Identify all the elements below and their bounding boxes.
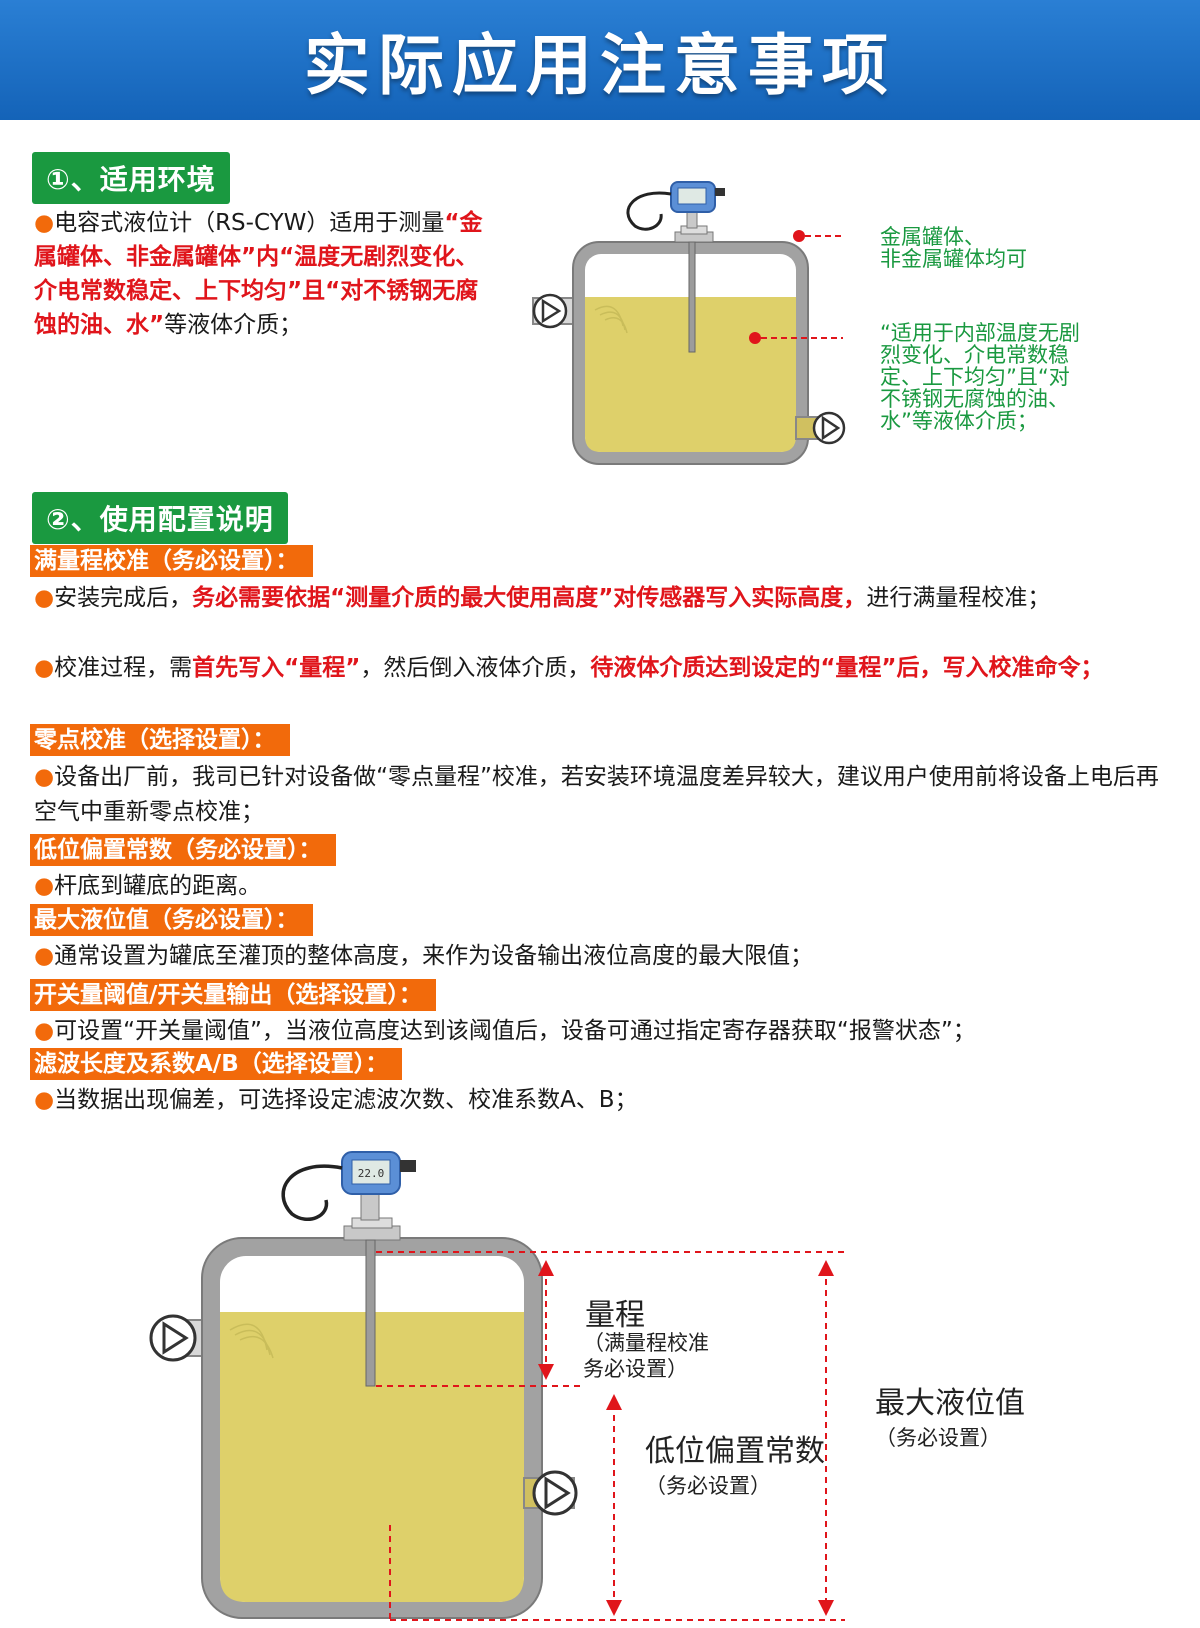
tag-zero-calibration: 零点校准（选择设置）： bbox=[30, 724, 290, 756]
section1-text-1: 电容式液位计（RS-CYW）适用于测量 bbox=[54, 210, 445, 236]
wave-marks bbox=[594, 305, 628, 334]
annotation-material-line-2: 非金属罐体均可 bbox=[880, 247, 1027, 271]
max-level-arrow bbox=[818, 1260, 834, 1616]
tank-liquid bbox=[220, 1312, 524, 1602]
annotation-medium-line-1: “适用于内部温度无剧 bbox=[880, 321, 1080, 345]
tank-liquid bbox=[585, 297, 796, 452]
text-highlight: 务必需要依据“测量介质的最大使用高度”对传感器写入实际高度， bbox=[192, 585, 867, 611]
page-title: 实际应用注意事项 bbox=[304, 27, 896, 104]
section1-text-2: 等液体介质； bbox=[164, 312, 303, 338]
bullet-icon: ● bbox=[34, 943, 55, 969]
tag-switch-threshold: 开关量阈值/开关量输出（选择设置）： bbox=[30, 979, 436, 1011]
bullet-icon: ● bbox=[34, 585, 55, 611]
max-level-label: 最大液位值 bbox=[875, 1386, 1025, 1421]
inlet-pump-icon bbox=[532, 293, 568, 329]
annotation-medium-line-5: 水”等液体介质； bbox=[880, 409, 1038, 433]
range-sublabel: （满量程校准 务必设置） bbox=[583, 1330, 709, 1382]
tag-low-offset: 低位偏置常数（务必设置）： bbox=[30, 834, 336, 866]
section1-heading: ①、适用环境 bbox=[32, 152, 230, 204]
bullet-icon: ● bbox=[34, 1018, 55, 1044]
low-offset-label: 低位偏置常数 bbox=[645, 1434, 825, 1469]
section1-paragraph: ●电容式液位计（RS-CYW）适用于测量“金属罐体、非金属罐体”内“温度无剧烈变… bbox=[34, 206, 484, 342]
annotation-material-line-1: 金属罐体、 bbox=[880, 225, 985, 249]
annotation-dot-2 bbox=[749, 332, 761, 344]
text: 可设置“开关量阈值”，当液位高度达到该阈值后，设备可通过指定寄存器获取“报警状态… bbox=[54, 1018, 976, 1044]
tank-diagram-1 bbox=[532, 181, 846, 465]
text-highlight: 首先写入“量程” bbox=[192, 655, 361, 681]
annotation-medium-line-4: 不锈钢无腐蚀的油、 bbox=[880, 387, 1069, 411]
bullet-icon: ● bbox=[34, 764, 55, 790]
text: 设备出厂前，我司已针对设备做“零点量程”校准，若安装环境温度差异较大，建议用户使… bbox=[34, 764, 1159, 825]
item-low-offset: ●杆底到罐底的距离。 bbox=[34, 869, 1174, 904]
text: ，然后倒入液体介质， bbox=[360, 655, 591, 681]
item-max-level: ●通常设置为罐底至灌顶的整体高度，来作为设备输出液位高度的最大限值； bbox=[34, 939, 1174, 974]
range-label: 量程 bbox=[585, 1298, 645, 1333]
text: 校准过程，需 bbox=[54, 655, 193, 681]
annotation-material: 金属罐体、 非金属罐体均可 bbox=[880, 226, 1027, 270]
text: 进行满量程校准； bbox=[866, 585, 1051, 611]
max-level-sublabel: （务必设置） bbox=[875, 1426, 1001, 1450]
tag-max-level: 最大液位值（务必设置）： bbox=[30, 904, 313, 936]
item-full-range-2: ●校准过程，需首先写入“量程”，然后倒入液体介质，待液体介质达到设定的“量程”后… bbox=[34, 651, 1174, 686]
probe-rod bbox=[688, 241, 696, 353]
item-switch-threshold: ●可设置“开关量阈值”，当液位高度达到该阈值后，设备可通过指定寄存器获取“报警状… bbox=[34, 1014, 1174, 1049]
annotation-medium-line-3: 定、上下均匀”且“对 bbox=[880, 365, 1070, 389]
item-zero-calibration: ●设备出厂前，我司已针对设备做“零点量程”校准，若安装环境温度差异较大，建议用户… bbox=[34, 760, 1174, 830]
range-arrow bbox=[538, 1260, 554, 1380]
section1-text-red: “金属罐体、非金属罐体”内“温度无剧烈变化、介电常数稳定、上下均匀”且“对不锈钢… bbox=[34, 210, 483, 338]
display-reading: 22.0 bbox=[358, 1167, 385, 1180]
page-header: 实际应用注意事项 bbox=[0, 0, 1200, 120]
text-highlight: 待液体介质达到设定的“量程”后，写入校准命令； bbox=[590, 655, 1104, 681]
cable bbox=[626, 191, 672, 231]
item-filter: ●当数据出现偏差，可选择设定滤波次数、校准系数A、B； bbox=[34, 1083, 1174, 1118]
outlet-pump-icon bbox=[812, 411, 846, 445]
text: 杆底到罐底的距离。 bbox=[54, 873, 262, 899]
range-sublabel-line-1: （满量程校准 bbox=[583, 1331, 709, 1355]
probe-rod bbox=[365, 1239, 376, 1387]
wave-marks bbox=[229, 1323, 274, 1359]
text: 安装完成后， bbox=[54, 585, 193, 611]
tag-filter: 滤波长度及系数A/B（选择设置）： bbox=[30, 1048, 403, 1080]
cable bbox=[281, 1164, 343, 1221]
annotation-medium: “适用于内部温度无剧 烈变化、介电常数稳 定、上下均匀”且“对 不锈钢无腐蚀的油… bbox=[880, 322, 1080, 432]
low-offset-sublabel: （务必设置） bbox=[645, 1474, 771, 1498]
bullet-icon: ● bbox=[34, 655, 55, 681]
bullet-icon: ● bbox=[34, 210, 55, 236]
tank-diagram-2: 22.0 bbox=[149, 1151, 845, 1621]
bullet-icon: ● bbox=[34, 873, 55, 899]
transmitter-head-icon bbox=[670, 181, 725, 213]
bullet-icon: ● bbox=[34, 1087, 55, 1113]
item-full-range-1: ●安装完成后，务必需要依据“测量介质的最大使用高度”对传感器写入实际高度，进行满… bbox=[34, 581, 1174, 616]
tag-full-range-calibration: 满量程校准（务必设置）： bbox=[30, 545, 313, 577]
transmitter-head-icon: 22.0 bbox=[341, 1151, 416, 1195]
section2-heading: ②、使用配置说明 bbox=[32, 492, 288, 544]
low-offset-arrow bbox=[606, 1394, 622, 1616]
range-sublabel-line-2: 务必设置） bbox=[583, 1357, 688, 1381]
outlet-pump-icon bbox=[532, 1470, 578, 1516]
inlet-pump-icon bbox=[149, 1314, 197, 1362]
text: 通常设置为罐底至灌顶的整体高度，来作为设备输出液位高度的最大限值； bbox=[54, 943, 814, 969]
annotation-dot-1 bbox=[793, 230, 805, 242]
annotation-medium-line-2: 烈变化、介电常数稳 bbox=[880, 343, 1069, 367]
text: 当数据出现偏差，可选择设定滤波次数、校准系数A、B； bbox=[54, 1087, 638, 1113]
